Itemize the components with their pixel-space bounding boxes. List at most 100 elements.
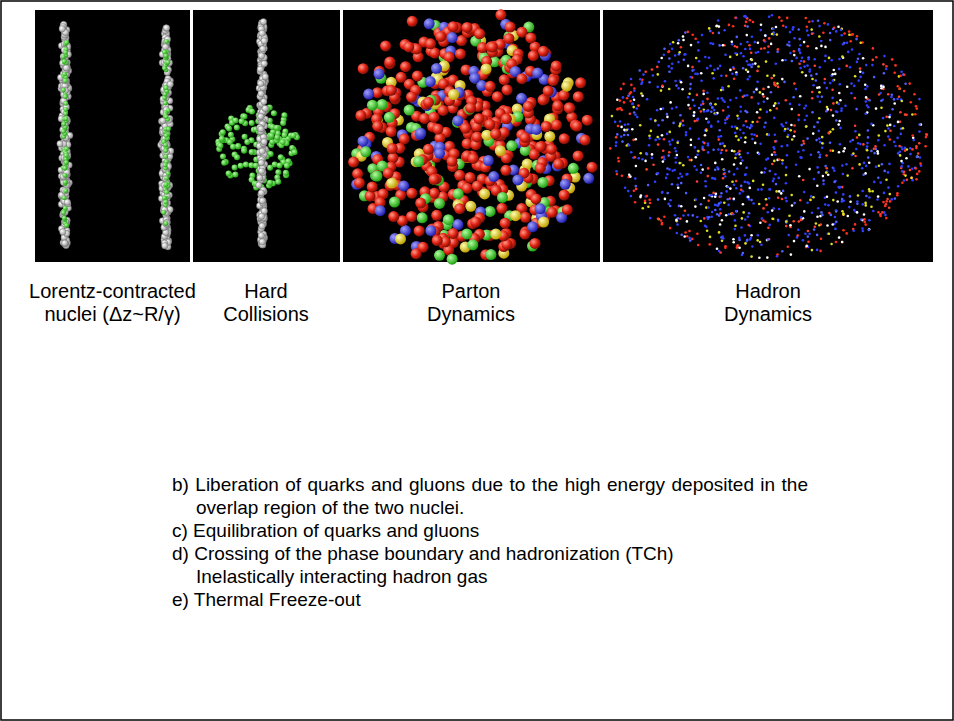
- particle-dot: [258, 160, 264, 166]
- particle-dot: [731, 72, 734, 75]
- particle-dot: [674, 157, 677, 160]
- particle-dot: [863, 162, 866, 165]
- particle-dot: [485, 81, 496, 92]
- particle-dot: [443, 214, 454, 225]
- particle-dot: [910, 101, 913, 104]
- particle-dot: [748, 212, 751, 215]
- particle-dot: [239, 118, 245, 124]
- particle-dot: [63, 111, 68, 116]
- particle-dot: [63, 107, 68, 112]
- particle-dot: [855, 108, 858, 111]
- particle-dot: [819, 141, 822, 144]
- particle-dot: [899, 87, 902, 90]
- particle-dot: [61, 92, 67, 98]
- particle-dot: [735, 17, 738, 20]
- particle-dot: [830, 59, 833, 62]
- particle-dot: [259, 148, 265, 154]
- particle-dot: [163, 176, 169, 182]
- particle-dot: [234, 125, 240, 131]
- particle-dot: [679, 217, 682, 220]
- particle-dot: [742, 211, 745, 214]
- particle-dot: [258, 91, 264, 97]
- particle-dot: [535, 141, 546, 152]
- particle-dot: [627, 123, 630, 126]
- particle-dot: [232, 165, 238, 171]
- particle-dot: [758, 116, 761, 119]
- particle-dot: [505, 22, 516, 33]
- particle-dot: [707, 144, 710, 147]
- particle-dot: [280, 139, 286, 145]
- particle-dot: [758, 203, 761, 206]
- particle-dot: [238, 163, 244, 169]
- particle-dot: [769, 170, 772, 173]
- particle-dot: [461, 228, 472, 239]
- particle-dot: [909, 147, 912, 150]
- particle-dot: [617, 125, 620, 128]
- particle-dot: [688, 92, 691, 95]
- particle-dot: [710, 125, 713, 128]
- particle-dot: [789, 103, 792, 106]
- particle-dot: [882, 201, 885, 204]
- particle-dot: [751, 133, 754, 136]
- particle-dot: [228, 132, 234, 138]
- particle-dot: [864, 88, 867, 91]
- particle-dot: [258, 80, 264, 86]
- particle-dot: [807, 34, 810, 37]
- particle-dot: [543, 86, 554, 97]
- particle-dot: [826, 170, 829, 173]
- particle-dot: [165, 60, 170, 65]
- particle-dot: [745, 120, 748, 123]
- particle-dot: [668, 50, 671, 53]
- particle-dot: [275, 179, 281, 185]
- particle-dot: [519, 229, 530, 240]
- particle-dot: [485, 206, 496, 217]
- particle-dot: [753, 91, 756, 94]
- particle-dot: [825, 154, 828, 157]
- particle-dot: [564, 102, 575, 113]
- particle-dot: [757, 102, 760, 105]
- particle-dot: [711, 211, 714, 214]
- particle-dot: [582, 115, 593, 126]
- particle-dot: [62, 241, 68, 247]
- particle-dot: [61, 122, 66, 127]
- particle-dot: [615, 144, 618, 147]
- particle-dot: [395, 233, 406, 244]
- panel-parton: [343, 10, 600, 262]
- particle-dot: [403, 41, 414, 52]
- particle-dot: [801, 71, 804, 74]
- particle-dot: [648, 81, 651, 84]
- particle-dot: [835, 119, 838, 122]
- particle-dot: [870, 150, 873, 153]
- particle-dot: [290, 132, 296, 138]
- particle-dot: [925, 133, 928, 136]
- particle-dot: [893, 102, 896, 105]
- particle-dot: [536, 141, 547, 152]
- particle-dot: [828, 232, 831, 235]
- particle-dot: [778, 208, 781, 211]
- particle-dot: [760, 48, 763, 51]
- particle-dot: [795, 57, 798, 60]
- particle-dot: [903, 170, 906, 173]
- particle-dot: [744, 173, 747, 176]
- particle-dot: [799, 52, 802, 55]
- particle-dot: [260, 46, 266, 52]
- particle-dot: [776, 51, 779, 54]
- particle-dot: [865, 204, 868, 207]
- particle-dot: [413, 156, 424, 167]
- particle-dot: [519, 132, 530, 143]
- particle-dot: [465, 201, 476, 212]
- particle-dot: [258, 126, 264, 132]
- particle-dot: [676, 184, 679, 187]
- particle-dot: [697, 41, 700, 44]
- particle-dot: [773, 178, 776, 181]
- particle-dot: [856, 61, 859, 64]
- particle-dot: [741, 159, 744, 162]
- particle-dot: [688, 237, 691, 240]
- particle-dot: [841, 164, 844, 167]
- particle-dot: [793, 202, 796, 205]
- particle-dot: [525, 32, 536, 43]
- particle-dot: [63, 94, 68, 99]
- particle-dot: [864, 84, 867, 87]
- particle-dot: [352, 168, 363, 179]
- particle-dot: [535, 163, 546, 174]
